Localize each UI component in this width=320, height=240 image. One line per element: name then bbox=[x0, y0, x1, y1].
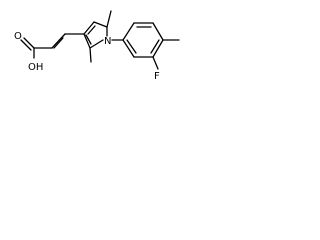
benzene-bond-6 bbox=[122, 39, 135, 58]
pyrrole-bond-c3-c4 bbox=[83, 21, 95, 35]
benzene-bond-1 bbox=[122, 22, 135, 41]
benzene-bond-4 bbox=[152, 39, 164, 58]
fluorine-label: F bbox=[154, 71, 160, 82]
benzene-bond-3 bbox=[152, 22, 164, 41]
vinyl-double-bond-inner bbox=[53, 37, 64, 49]
aryl-fluorine-bond bbox=[152, 56, 159, 70]
pyrrole-bond-n-c2 bbox=[89, 39, 104, 49]
pyrrole-double-bond-inner bbox=[87, 25, 96, 35]
hydroxyl-label: OH bbox=[28, 62, 43, 73]
pyrrole-double-bond-inner-2 bbox=[85, 34, 92, 45]
chemical-structure: N F O OH bbox=[14, 10, 180, 82]
methyl-bond-c5 bbox=[106, 10, 112, 28]
oxygen-label: O bbox=[14, 31, 22, 42]
pyrrole-bond-c4-c5 bbox=[93, 21, 108, 28]
carbonyl-bond-inner bbox=[20, 39, 32, 51]
pyrrole-bond-c2-c3 bbox=[83, 33, 91, 49]
methyl-bond-c2 bbox=[89, 47, 92, 63]
benzene-double-inner-3 bbox=[126, 39, 137, 54]
carbonyl-bond bbox=[23, 37, 35, 49]
nitrogen-label: N bbox=[104, 36, 111, 47]
benzene-double-inner-2 bbox=[150, 39, 160, 54]
vinyl-double-bond bbox=[51, 33, 66, 49]
